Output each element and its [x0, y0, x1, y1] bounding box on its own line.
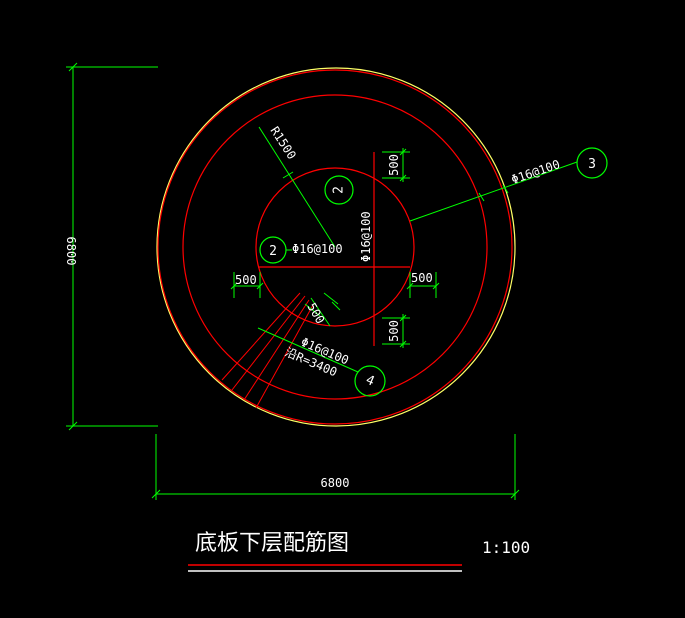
top-marker-circle — [324, 175, 354, 205]
lower-offset-dimension — [304, 292, 341, 327]
ring-rebar-label: Φ16@100 — [509, 157, 561, 187]
right-offset-label: 500 — [411, 271, 433, 285]
outer-rebar-circle — [157, 69, 513, 425]
radius-label: R1500 — [267, 124, 298, 162]
ring-marker-tick-2 — [502, 184, 509, 194]
left-marker-number: 2 — [269, 244, 277, 259]
top-offset-dimension — [382, 148, 410, 182]
drawing-title: 底板下层配筋图 — [195, 531, 349, 556]
radius-leader — [258, 126, 336, 248]
left-offset-label: 500 — [235, 273, 257, 287]
ring-marker-number: 3 — [588, 157, 596, 172]
center-vertical-label: Φ16@100 — [359, 211, 373, 262]
center-horizontal-label: Φ16@100 — [292, 242, 343, 256]
bottom-offset-label: 500 — [387, 320, 401, 342]
inner-rebar-circle — [255, 167, 415, 327]
right-offset-dimension — [406, 272, 440, 298]
left-offset-dimension — [230, 272, 264, 298]
height-dimension — [66, 62, 158, 431]
ring-rebar-circle — [182, 94, 488, 400]
top-offset-label: 500 — [387, 154, 401, 176]
outer-outline-circle — [156, 67, 516, 427]
bottom-offset-dimension — [382, 314, 410, 348]
lower-offset-label: 500 — [304, 301, 327, 327]
height-dimension-label: 6800 — [64, 237, 78, 266]
left-marker-circle — [259, 236, 287, 264]
radial-marker-number: 4 — [363, 373, 376, 390]
radial-rebar-lines — [221, 292, 314, 409]
ring-marker-circle — [576, 147, 608, 179]
radial-marker-leader — [257, 327, 359, 373]
drawing-scale: 1:100 — [482, 538, 530, 557]
ring-marker-leader — [409, 161, 578, 222]
radial-marker-circle — [354, 365, 386, 397]
top-marker-number: 2 — [332, 186, 347, 194]
radius-tick — [282, 171, 294, 179]
width-dimension-label: 6800 — [321, 476, 350, 490]
ring-marker-tick-1 — [478, 192, 485, 202]
width-dimension — [151, 434, 520, 500]
